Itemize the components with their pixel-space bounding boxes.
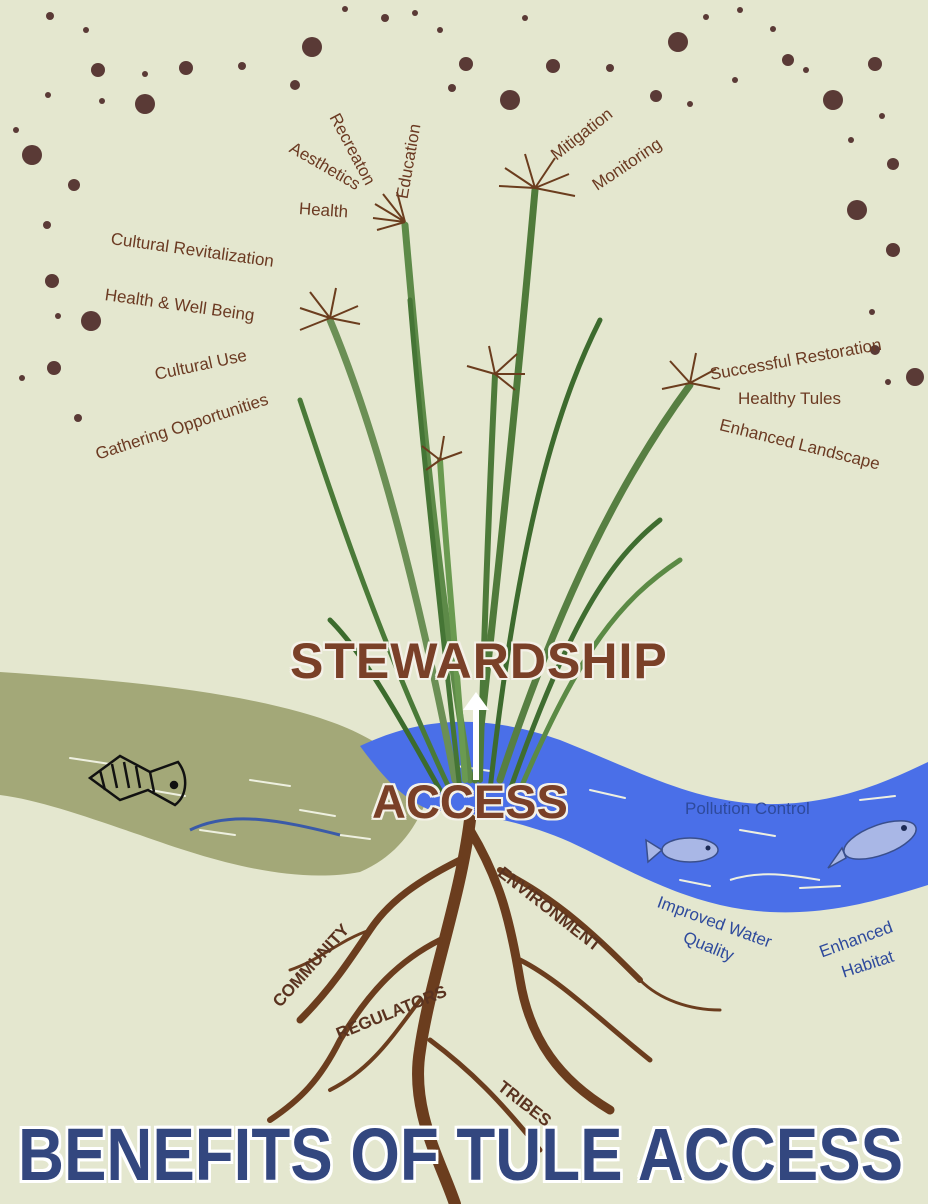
label-health: Health [298, 200, 348, 220]
polluted-river [0, 672, 430, 876]
stewardship-heading: STEWARDSHIP [290, 636, 668, 686]
label-healthy-tules: Healthy Tules [738, 390, 841, 407]
tule-stems [300, 190, 690, 790]
access-heading: ACCESS [372, 778, 568, 825]
label-pollution-control: Pollution Control [685, 800, 810, 817]
page-title: BENEFITS OF TULE ACCESS [18, 1118, 903, 1192]
